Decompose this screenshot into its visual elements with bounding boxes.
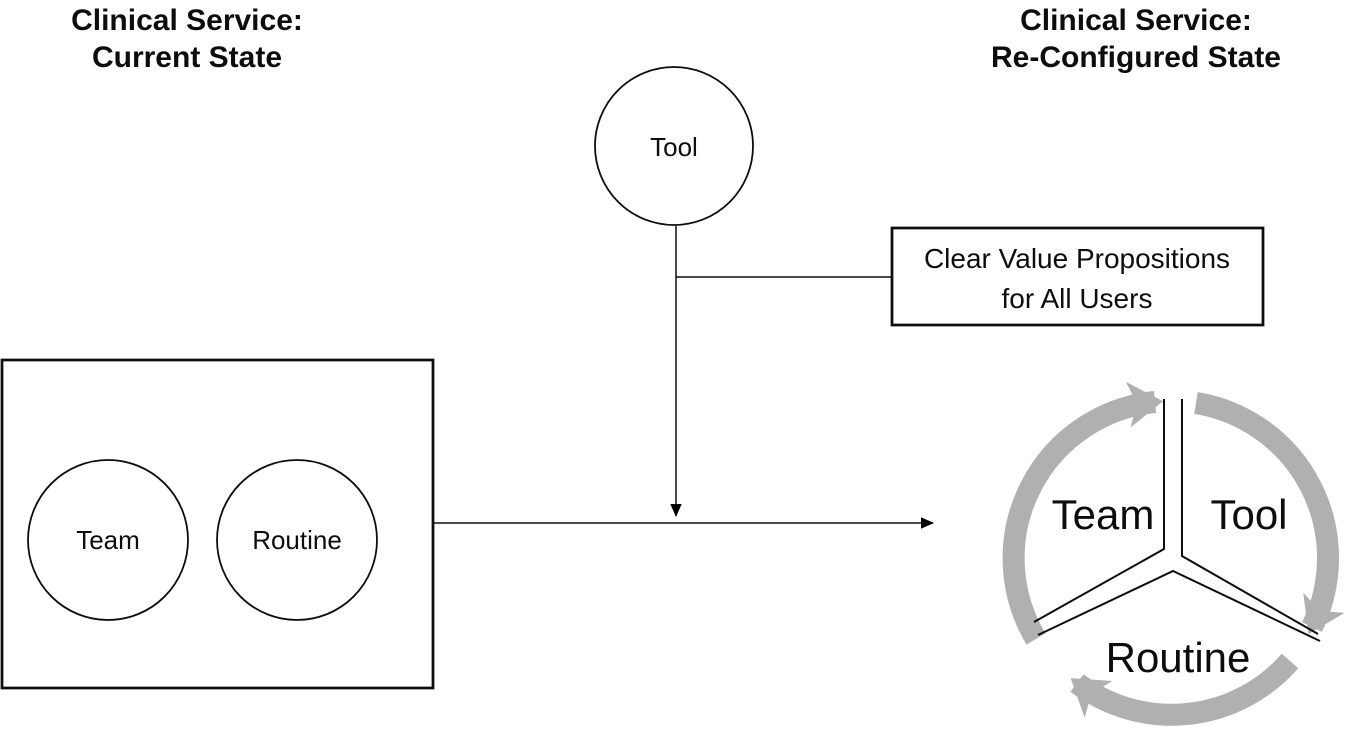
cycle-arc-team	[1002, 381, 1163, 645]
current-routine-label: Routine	[252, 525, 342, 555]
value-box-line2: for All Users	[1002, 283, 1153, 314]
current-team-circle	[27, 459, 189, 621]
cycle-tool-label: Tool	[1210, 491, 1287, 538]
cycle-team-label: Team	[1052, 491, 1155, 538]
value-box-line1: Clear Value Propositions	[924, 243, 1230, 274]
cycle-divider-tool	[1181, 399, 1319, 635]
cycle-divider-routine	[1037, 569, 1321, 642]
cycle-arc-tool	[1194, 392, 1345, 635]
cycle-diagram: Team Tool Routine	[1002, 381, 1345, 726]
right-title-line2: Re-Configured State	[990, 41, 1281, 74]
left-title: Clinical Service: Current State	[26, 2, 348, 76]
right-title: Clinical Service: Re-Configured State	[956, 2, 1316, 76]
current-team-label: Team	[76, 525, 140, 555]
value-box	[890, 226, 1265, 327]
current-routine-circle	[216, 459, 378, 621]
left-title-line1: Clinical Service:	[71, 4, 303, 37]
left-title-line2: Current State	[91, 41, 283, 74]
tool-label: Tool	[650, 132, 698, 162]
cycle-routine-label: Routine	[1106, 634, 1251, 681]
tool-circle	[594, 66, 754, 226]
right-title-line1: Clinical Service:	[1020, 4, 1252, 37]
cycle-arc-routine	[1070, 653, 1299, 726]
cycle-divider-team	[1033, 399, 1165, 623]
